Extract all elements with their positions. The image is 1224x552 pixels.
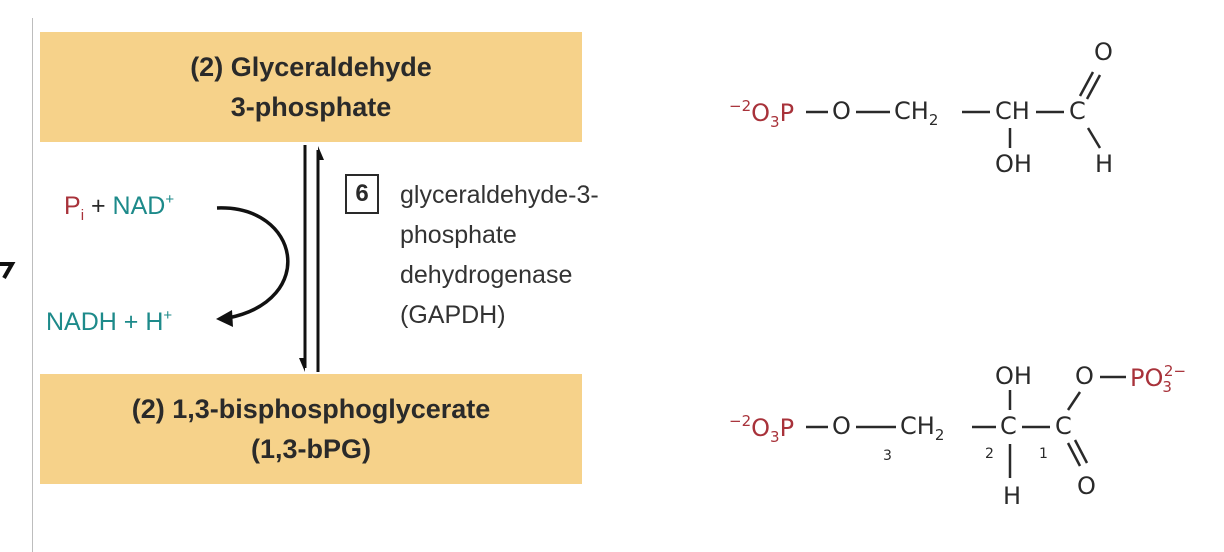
plus-sign: + [84,192,113,220]
enzyme-name: glyceraldehyde-3- phosphate dehydrogenas… [400,175,599,335]
enzyme-name-line: glyceraldehyde-3- [400,181,599,209]
enzyme-name-line: dehydrogenase [400,261,573,289]
charge: −2 [729,412,752,430]
hydroxyl-group: OH [995,150,1032,178]
phosphorus: P [779,99,795,127]
ch2-group: CH [900,412,935,440]
carbon-number-2: 2 [985,446,994,462]
acyl-phosphate: PO [1130,364,1164,392]
ch2-sub: 2 [928,111,939,129]
hydroxyl-group: OH [995,362,1032,390]
carbonyl-oxygen: O [1094,38,1113,66]
enzyme-name-line: (GAPDH) [400,301,506,329]
phosphate-nad-input: Pi + NAD+ [64,191,174,224]
product-name-line1: (2) 1,3-bisphosphoglycerate [131,394,491,424]
oxygen-3-sub: 3 [770,113,780,131]
product-name-line2: (1,3-bPG) [250,434,371,464]
nadh-output: NADH + H+ [46,307,172,337]
carbon-number-3: 3 [883,448,892,464]
phosphate-p: P [64,192,81,220]
nadh-label: NADH [46,308,117,336]
acyl-phosphate-charge: 2− [1163,362,1187,380]
phosphorus: P [779,414,795,442]
reactant-name-line2: 3-phosphate [230,92,392,122]
proton-label: + H [116,308,164,336]
step-number-badge: 6 [345,174,379,214]
carbonyl-oxygen: O [1077,472,1096,500]
cofactor-curved-arrow [216,206,290,320]
reactant-box: (2) Glyceraldehyde 3-phosphate [40,32,582,142]
chain-oxygen: O [832,97,851,125]
product-box: (2) 1,3-bisphosphoglycerate (1,3-bPG) [40,374,582,484]
chain-oxygen: O [832,412,851,440]
reactant-name-line1: (2) Glyceraldehyde [190,52,432,82]
phosphate-sub: i [80,207,85,224]
oxygen-3-sub: 3 [770,428,780,446]
enzyme-name-line: phosphate [400,221,517,249]
carbon-2: C [1000,412,1017,440]
oxygen-3: O [751,414,771,442]
acyl-phosphate-sub: 3 [1162,378,1172,396]
ch-group: CH [995,97,1030,125]
edge-fragment [0,262,16,279]
ester-oxygen: O [1075,362,1094,390]
nad-charge: + [165,191,175,208]
oxygen-3: O [751,99,771,127]
ch2-sub: 2 [934,426,945,444]
proton-charge: + [163,307,173,324]
carbonyl-carbon: C [1069,97,1086,125]
carbon-number-1: 1 [1039,446,1048,462]
aldehyde-hydrogen: H [1095,150,1114,178]
c2-hydrogen: H [1003,482,1022,510]
carbon-1: C [1055,412,1072,440]
nad-label: NAD [112,192,166,220]
ch2-group: CH [894,97,929,125]
charge: −2 [729,97,752,115]
left-divider [32,18,33,552]
